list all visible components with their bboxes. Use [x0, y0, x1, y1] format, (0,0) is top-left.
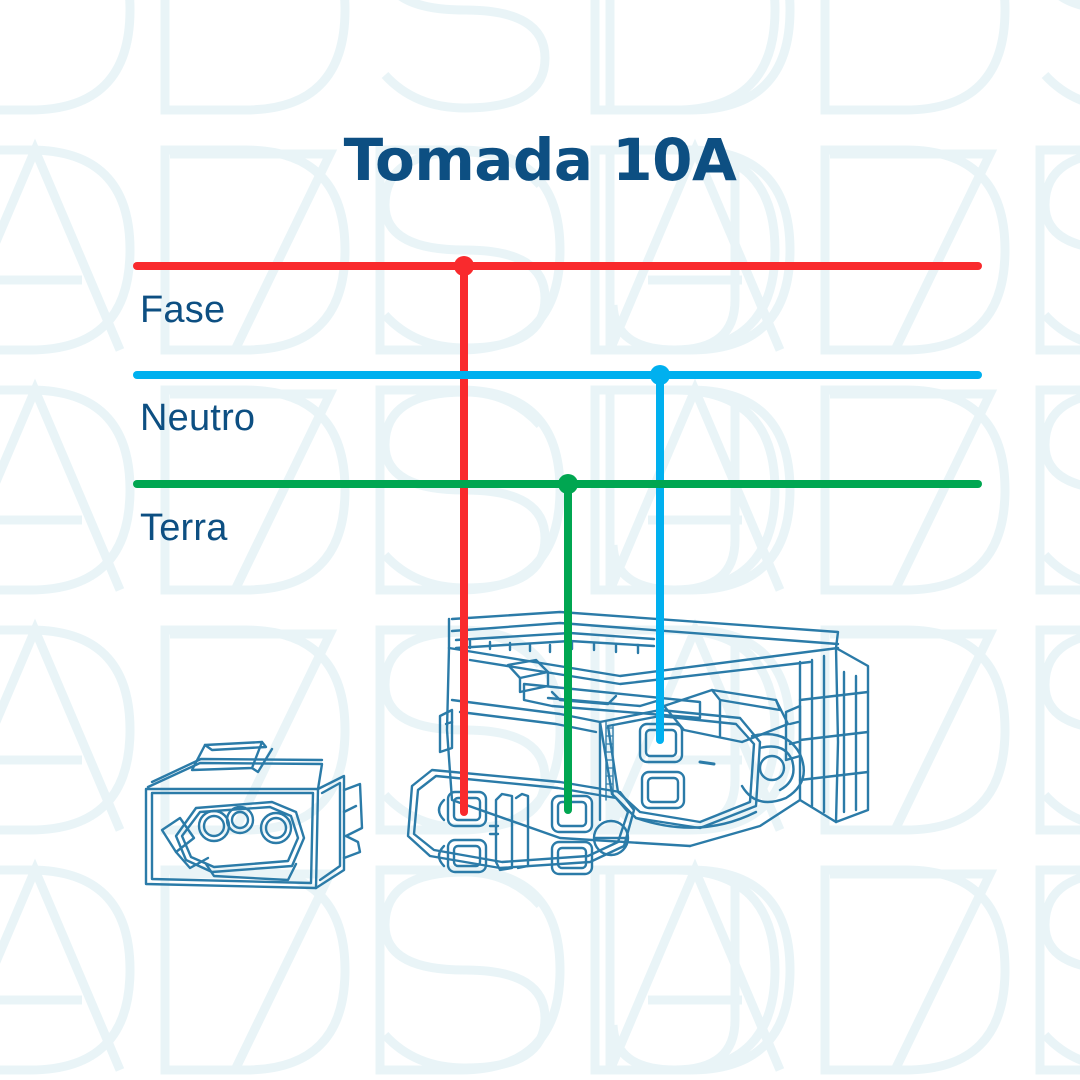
wire-fase-junction-dot — [454, 256, 474, 276]
wire-terra-junction-dot — [558, 474, 578, 494]
wire-fase — [133, 256, 982, 816]
wire-label-neutro: Neutro — [140, 397, 256, 439]
page-title: Tomada 10A — [343, 126, 737, 194]
wire-neutro — [133, 365, 982, 744]
wire-label-fase: Fase — [140, 289, 226, 331]
wire-label-terra: Terra — [140, 507, 228, 549]
wire-terra — [133, 474, 982, 814]
tomada-front-view — [144, 740, 364, 890]
wire-neutro-junction-dot — [650, 365, 670, 385]
